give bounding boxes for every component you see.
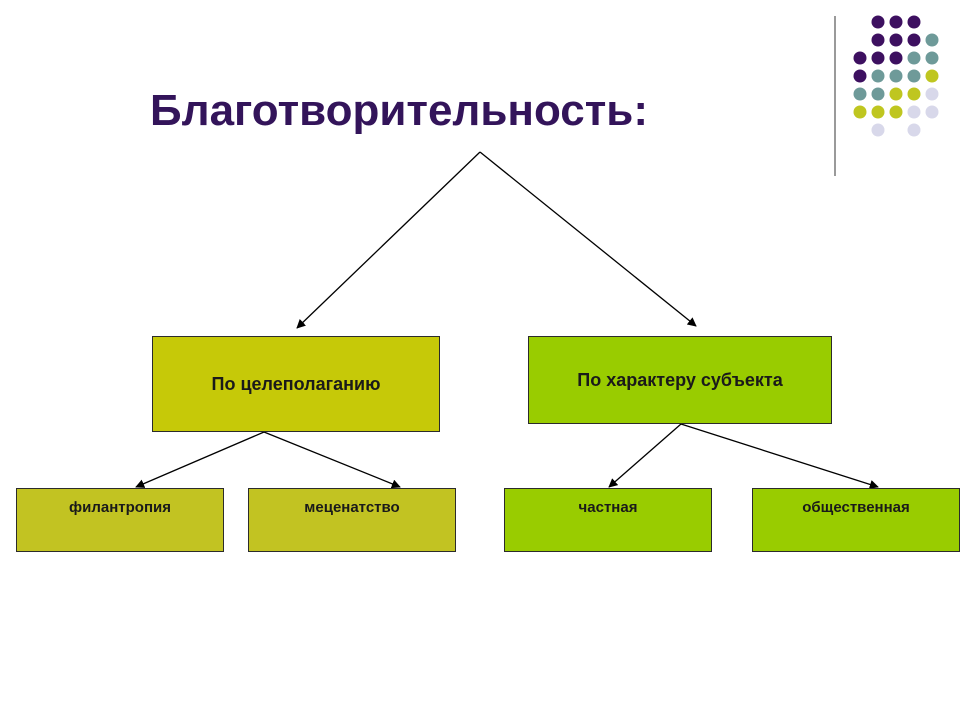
- decorative-dot: [889, 105, 903, 119]
- leaf-label: общественная: [802, 499, 910, 516]
- category-box-by-purpose: По целеполаганию: [152, 336, 440, 432]
- decorative-dot: [889, 69, 903, 83]
- decorative-dot: [907, 123, 921, 137]
- leaf-box-philanthropy: филантропия: [16, 488, 224, 552]
- arrow-to-by-subject: [479, 151, 697, 327]
- decorative-dot: [907, 51, 921, 65]
- decorative-dot: [871, 33, 885, 47]
- category-label: По целеполаганию: [211, 373, 381, 394]
- decorative-dot: [907, 69, 921, 83]
- arrow-to-philanthropy: [135, 431, 265, 488]
- decorative-dot: [889, 87, 903, 101]
- leaf-label: филантропия: [69, 499, 171, 516]
- leaf-label: меценатство: [304, 499, 400, 516]
- decorative-dot: [907, 105, 921, 119]
- decorative-dot: [925, 51, 939, 65]
- page-title: Благотворительность:: [150, 86, 649, 135]
- arrow-to-by-purpose: [296, 151, 481, 329]
- decorative-dot: [871, 105, 885, 119]
- decorative-vertical-rule: [834, 16, 836, 176]
- category-box-by-subject: По характеру субъекта: [528, 336, 832, 424]
- decorative-dot: [889, 33, 903, 47]
- decorative-dot: [853, 87, 867, 101]
- decorative-dot: [853, 105, 867, 119]
- arrow-to-private: [608, 423, 682, 488]
- decorative-dot: [871, 69, 885, 83]
- decorative-dot: [853, 51, 867, 65]
- decorative-dot: [853, 69, 867, 83]
- decorative-dot: [925, 87, 939, 101]
- decorative-dot: [871, 123, 885, 137]
- leaf-box-public: общественная: [752, 488, 960, 552]
- decorative-dot: [925, 105, 939, 119]
- arrow-to-public: [680, 423, 879, 489]
- decorative-dot: [925, 33, 939, 47]
- decorative-dot: [871, 87, 885, 101]
- decorative-dot: [907, 15, 921, 29]
- decorative-dot: [925, 69, 939, 83]
- leaf-box-private: частная: [504, 488, 712, 552]
- decorative-dot: [889, 51, 903, 65]
- decorative-dot: [907, 33, 921, 47]
- decorative-dot-grid: [853, 15, 939, 137]
- decorative-dot: [871, 15, 885, 29]
- arrow-to-patronage: [263, 431, 401, 489]
- decorative-dot: [889, 15, 903, 29]
- leaf-box-patronage: меценатство: [248, 488, 456, 552]
- category-label: По характеру субъекта: [577, 369, 783, 390]
- decorative-dot: [871, 51, 885, 65]
- decorative-dot: [907, 87, 921, 101]
- leaf-label: частная: [578, 499, 638, 516]
